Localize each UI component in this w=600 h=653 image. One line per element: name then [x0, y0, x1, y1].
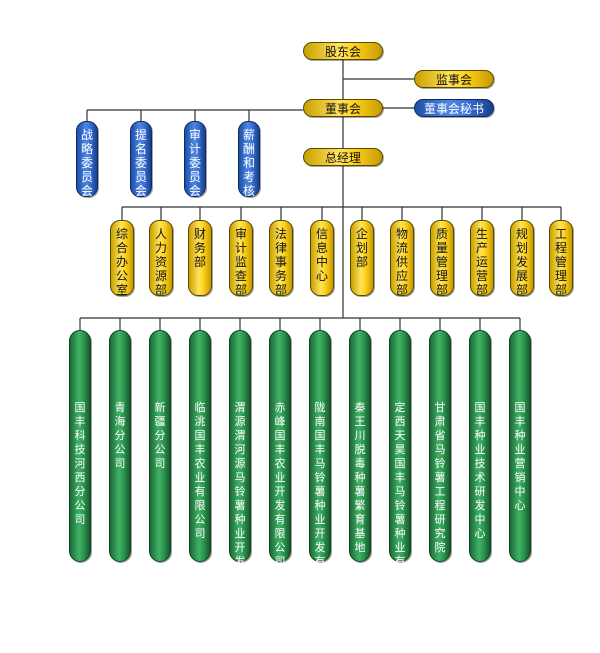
subsidiary-node-label: 陇南国丰马铃薯种业开发有限公司 — [314, 401, 326, 610]
subsidiary-node: 临洮国丰农业有限公司 — [189, 330, 211, 562]
department-node: 法律事务部 — [269, 220, 293, 297]
board-node: 董事会 — [303, 99, 383, 117]
subsidiary-node: 秦王川脱毒种薯繁育基地 — [349, 330, 371, 562]
subsidiary-node-label: 渭源渭河源马铃薯种业开发有限责任公司 — [234, 401, 246, 652]
subsidiary-node-label: 新疆分公司 — [154, 401, 166, 470]
subsidiary-node: 青海分公司 — [109, 330, 131, 562]
department-node: 人力资源部 — [149, 220, 173, 297]
committee-node-label: 薪酬和考核 — [242, 128, 255, 198]
committee-node: 审计委员会 — [184, 121, 206, 198]
shareholders-node: 股东会 — [303, 42, 383, 60]
department-node-label: 信息中心 — [315, 227, 328, 283]
subsidiary-node: 甘肃省马铃薯工程研究院 — [429, 330, 451, 562]
subsidiary-node: 新疆分公司 — [149, 330, 171, 562]
subsidiary-node: 渭源渭河源马铃薯种业开发有限责任公司 — [229, 330, 251, 652]
subsidiary-node: 国丰科技河西分公司 — [69, 330, 91, 562]
department-node-label: 物流供应部 — [395, 227, 408, 297]
committee-node: 薪酬和考核 — [238, 121, 260, 198]
board-secretary-node: 董事会秘书 — [414, 99, 494, 117]
department-node-label: 企划部 — [355, 227, 368, 269]
org-chart: 股东会 监事会 董事会 董事会秘书 总经理 战略委员会 提名委员会 审计委员会 薪酬和… — [69, 42, 573, 652]
department-node: 生产运营部 — [470, 220, 494, 297]
subsidiary-node-label: 国丰科技河西分公司 — [74, 401, 86, 526]
department-node-label: 工程管理部 — [554, 227, 567, 297]
department-node: 审计监查部 — [229, 220, 253, 297]
department-node: 规划发展部 — [510, 220, 534, 297]
subsidiary-node: 陇南国丰马铃薯种业开发有限公司 — [309, 330, 331, 610]
general-manager-node: 总经理 — [303, 148, 383, 166]
committee-node: 战略委员会 — [76, 121, 98, 198]
subsidiary-node: 国丰种业营销中心 — [509, 330, 531, 562]
department-node-label: 生产运营部 — [475, 227, 488, 297]
committee-node-label: 战略委员会 — [80, 128, 93, 198]
department-node: 企划部 — [350, 220, 374, 296]
department-node-label: 审计监查部 — [234, 227, 247, 297]
committee-node-label: 审计委员会 — [188, 128, 201, 198]
department-node: 财务部 — [188, 220, 212, 296]
department-node-label: 人力资源部 — [154, 227, 167, 297]
committee-node: 提名委员会 — [130, 121, 152, 198]
department-node-label: 综合办公室 — [115, 227, 128, 297]
connector-lines — [79, 60, 562, 330]
subsidiary-node: 定西天昊国丰马铃薯种业有限公司 — [389, 330, 411, 610]
subsidiary-node-label: 国丰种业营销中心 — [514, 401, 526, 512]
supervisors-node: 监事会 — [414, 70, 494, 88]
subsidiary-node: 赤峰国丰农业开发有限公司 — [269, 330, 291, 568]
department-node: 工程管理部 — [549, 220, 573, 297]
subsidiary-node-label: 临洮国丰农业有限公司 — [194, 401, 206, 540]
subsidiary-node-label: 甘肃省马铃薯工程研究院 — [434, 401, 446, 554]
subsidiary-node-label: 青海分公司 — [114, 401, 126, 470]
department-node-label: 质量管理部 — [435, 227, 448, 297]
department-node-label: 法律事务部 — [274, 227, 287, 297]
department-node-label: 规划发展部 — [515, 227, 528, 297]
department-node: 物流供应部 — [390, 220, 414, 297]
subsidiary-node-label: 定西天昊国丰马铃薯种业有限公司 — [394, 401, 406, 610]
department-node: 信息中心 — [310, 220, 334, 296]
department-node: 综合办公室 — [110, 220, 134, 297]
subsidiary-node-label: 赤峰国丰农业开发有限公司 — [274, 401, 286, 568]
subsidiary-node-label: 秦王川脱毒种薯繁育基地 — [354, 401, 366, 554]
subsidiary-node: 国丰种业技术研发中心 — [469, 330, 491, 562]
subsidiary-node-label: 国丰种业技术研发中心 — [474, 401, 486, 540]
committee-node-label: 提名委员会 — [134, 128, 147, 198]
department-node-label: 财务部 — [193, 227, 206, 269]
department-node: 质量管理部 — [430, 220, 454, 297]
